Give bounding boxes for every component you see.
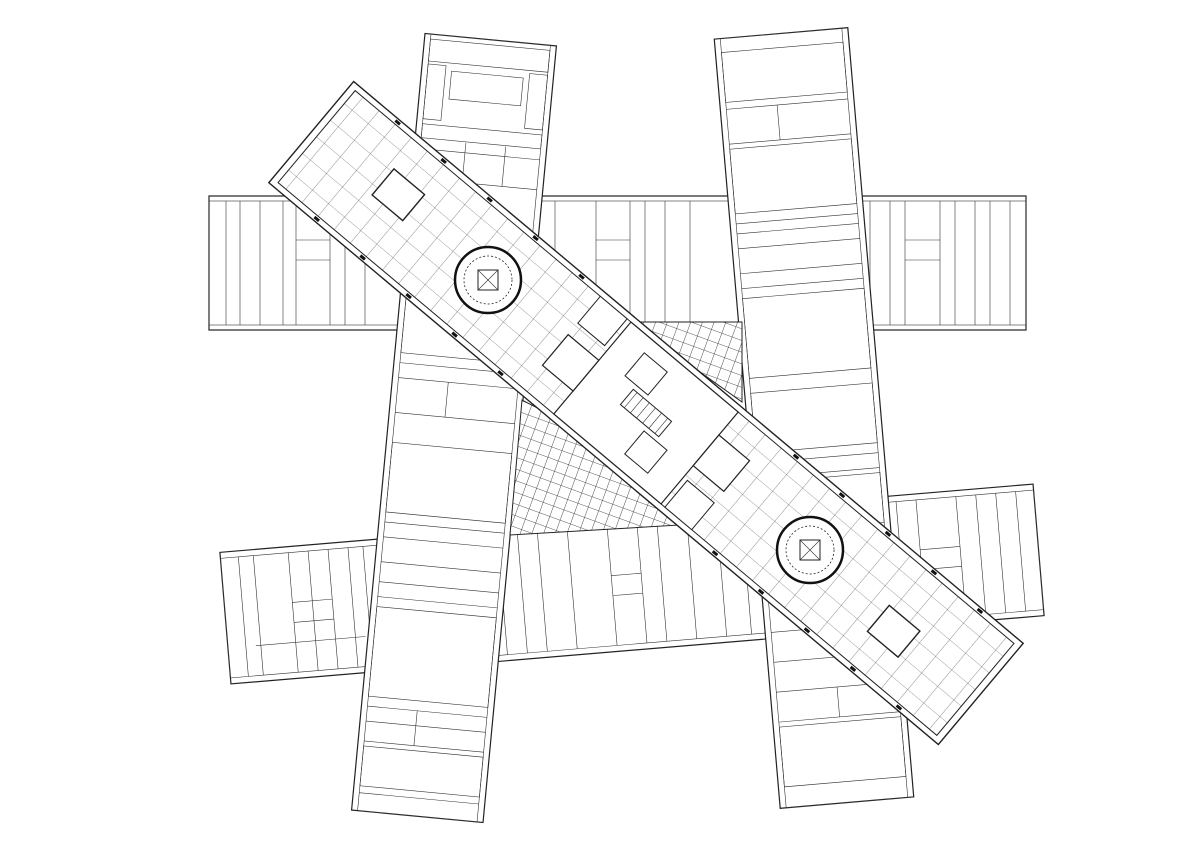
spiral-stair-icon [775, 515, 845, 585]
spiral-stair-icon [453, 245, 523, 315]
elevator-core-icon [541, 295, 751, 531]
